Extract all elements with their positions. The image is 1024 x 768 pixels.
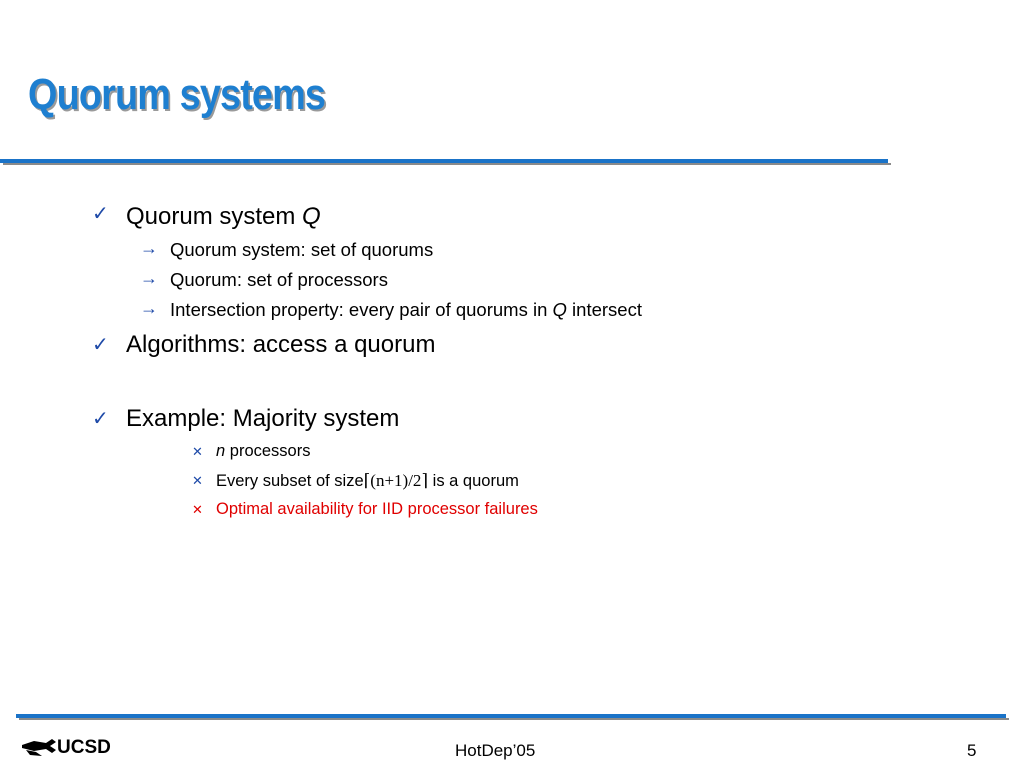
right-arrow-icon: → [140, 238, 158, 258]
bullet-majority-system: Example: Majority system [126, 405, 400, 432]
ucsd-logo: UCSD [22, 736, 132, 763]
checkmark-icon: ✓ [92, 203, 109, 225]
footer-conference: HotDep’05 [455, 741, 536, 760]
checkmark-icon: ✓ [92, 334, 109, 356]
svg-text:UCSD: UCSD [57, 737, 111, 758]
ucsd-logo-icon: UCSD [22, 737, 111, 758]
bullet-quorum-system: Quorum system Q [126, 203, 321, 230]
cross-icon: ✕ [192, 473, 203, 488]
checkmark-icon: ✓ [92, 408, 109, 430]
subbullet-n-processors: n processors [216, 442, 311, 460]
subbullet-optimal-availability: Optimal availability for IID processor f… [216, 500, 538, 518]
subbullet-intersection-property: Intersection property: every pair of quo… [170, 299, 642, 320]
subbullet-set-of-processors: Quorum: set of processors [170, 269, 388, 290]
right-arrow-icon: → [140, 268, 158, 288]
bullet-algorithms: Algorithms: access a quorum [126, 331, 436, 358]
footer-divider [16, 714, 1010, 722]
subbullet-subset-size: Every subset of size⌈(n+1)/2⌉ is a quoru… [216, 471, 519, 490]
cross-icon: ✕ [192, 444, 203, 459]
cross-icon: ✕ [192, 502, 203, 517]
right-arrow-icon: → [140, 298, 158, 318]
title-divider [0, 159, 891, 167]
subbullet-set-of-quorums: Quorum system: set of quorums [170, 239, 434, 260]
page-number: 5 [967, 741, 977, 760]
slide-title: Quorum systems [28, 70, 326, 119]
